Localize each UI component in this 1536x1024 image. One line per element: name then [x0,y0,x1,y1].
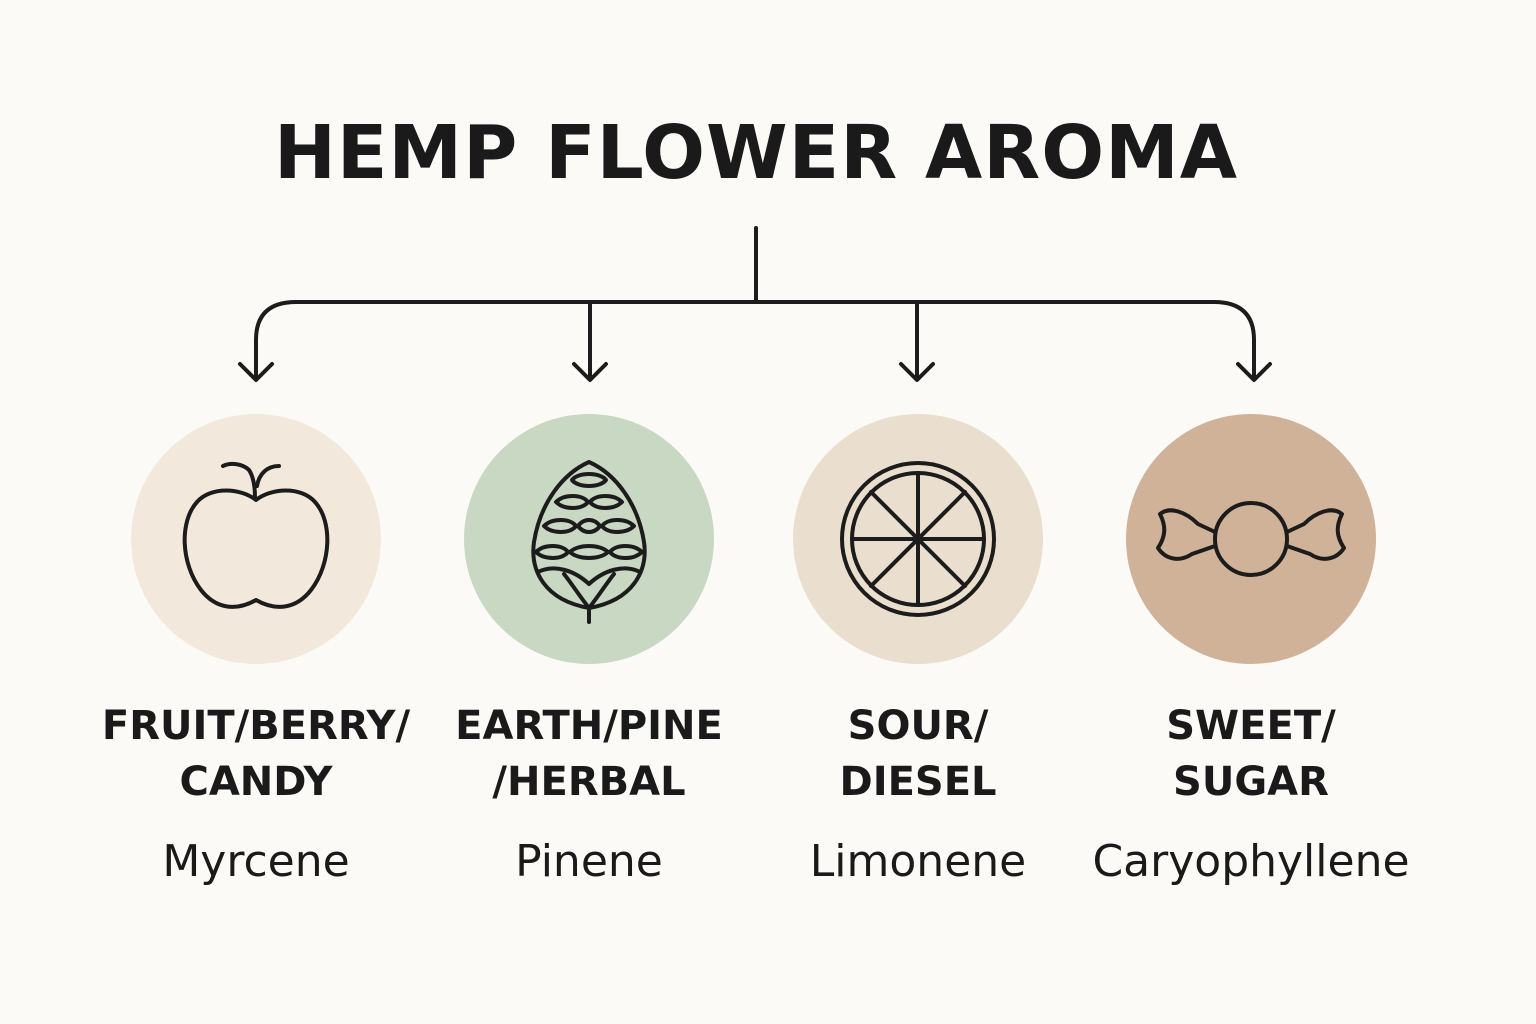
arrowhead-1 [238,362,274,382]
terpene-label: Pinene [515,836,663,887]
category-label: SWEET/ SUGAR [1166,703,1336,805]
arrowhead-4 [1236,362,1272,382]
candy-icon [1156,501,1346,577]
apple-icon [182,461,330,609]
terpene-label: Limonene [809,836,1027,887]
category-label: EARTH/PINE /HERBAL [455,703,723,805]
category-label: SOUR/ DIESEL [839,703,997,805]
aroma-node-sweet: SWEET/ SUGAR Caryophyllene [1086,414,1416,894]
diagram-title: HEMP FLOWER AROMA [273,110,1239,196]
aroma-node-fruit: FRUIT/BERRY/ CANDY Myrcene [91,414,421,894]
icon-circle [1126,414,1376,664]
icon-circle [793,414,1043,664]
terpene-label: Caryophyllene [1092,836,1410,887]
aroma-node-earth: EARTH/PINE /HERBAL Pinene [424,414,754,894]
branch-bar [254,300,1256,380]
arrowhead-2 [572,362,608,382]
aroma-node-sour: SOUR/ DIESEL Limonene [753,414,1083,894]
icon-circle [131,414,381,664]
citrus-slice-icon [840,461,996,617]
category-label: FRUIT/BERRY/ CANDY [101,703,411,805]
terpene-label: Myrcene [162,836,350,887]
pinecone-icon [531,460,647,624]
icon-circle [464,414,714,664]
arrowhead-3 [899,362,935,382]
